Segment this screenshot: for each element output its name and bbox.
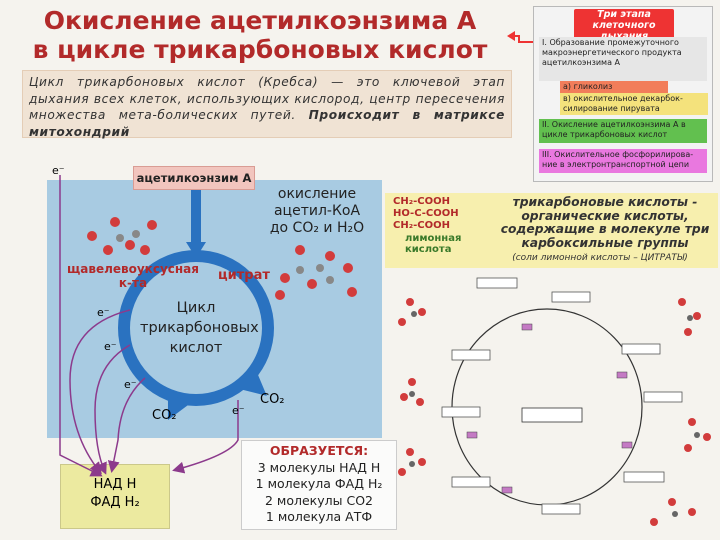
- desc-line-1: трикарбоновые кислоты -: [512, 195, 698, 209]
- acetyl-coa-label: ацетилкоэнзим А: [133, 166, 255, 190]
- stage-3: III. Окислительное фосфорилирова-ние в э…: [539, 149, 707, 173]
- nadh-fadh-box: [60, 464, 170, 529]
- result-line: 1 молекула АТФ: [265, 509, 373, 524]
- result-line: 3 молекулы НАД Н: [257, 459, 381, 475]
- formula-line-2: HO-C-COOH: [393, 208, 459, 219]
- title-line-1: Окисление ацетилкоэнзима А: [43, 6, 477, 35]
- desc-line-4: карбоксильные группы: [521, 235, 689, 250]
- electron-label: e⁻: [52, 164, 65, 177]
- center-line-2: трикарбоновых: [140, 320, 259, 336]
- nadh-label: НАД Н: [93, 477, 137, 492]
- stages-title: Три этапа клеточного дыхания: [574, 9, 674, 42]
- oxidation-label: окисление ацетил-КоА до CO₂ и H₂O: [262, 186, 372, 237]
- fadh2-label: ФАД Н₂: [90, 495, 140, 510]
- title-line-2: в цикле трикарбоновых кислот: [32, 35, 488, 64]
- desc-line-2: органические кислоты,: [521, 208, 689, 223]
- formula-line-1: CH₂-COOH: [393, 196, 450, 207]
- electron-label: e⁻: [104, 340, 117, 353]
- stage-2: II. Окисление ацетилкоэнзима А в цикле т…: [539, 119, 707, 143]
- citric-acid-box: CH₂-COOH HO-C-COOH CH₂-COOH лимонная кис…: [385, 193, 718, 268]
- co2-label: CO₂: [260, 392, 285, 407]
- stage-1a: а) гликолиз: [560, 81, 668, 93]
- formula-line-3: CH₂-COOH: [393, 220, 450, 231]
- oxidation-line-1: окисление: [277, 186, 357, 202]
- citric-name-line-2: кислота: [405, 244, 452, 255]
- electron-label: e⁻: [124, 378, 137, 391]
- page-title: Окисление ацетилкоэнзима А в цикле трика…: [0, 6, 520, 64]
- stage-1: I. Образование промежуточного макроэнерг…: [539, 37, 707, 81]
- intro-text: Цикл трикарбоновых кислот (Кребса) — это…: [22, 70, 512, 139]
- desc-line-3: содержащие в молекуле три: [500, 222, 710, 236]
- oxaloacetate-line-2: к-та: [118, 276, 148, 290]
- result-line: 2 молекулы CO2: [265, 492, 373, 508]
- citric-formula: CH₂-COOH HO-C-COOH CH₂-COOH: [393, 196, 459, 232]
- cycle-diagram: [59, 175, 357, 477]
- electron-label: e⁻: [232, 404, 245, 417]
- intro-plain: Цикл трикарбоновых кислот (Кребса) — это…: [29, 75, 505, 122]
- pointer-arrow-icon: [507, 31, 539, 43]
- citric-name-line-1: лимонная: [405, 233, 462, 244]
- electron-line: [59, 175, 103, 477]
- detailed-cycle-diagram: [398, 277, 711, 526]
- result-title: ОБРАЗУЕТСЯ:: [269, 443, 369, 458]
- stage-1b: в) окислительное декарбок-силирование пи…: [560, 93, 708, 115]
- result-box: ОБРАЗУЕТСЯ: 3 молекулы НАД Н 1 молекула …: [241, 440, 397, 530]
- center-line-3: кислот: [169, 340, 223, 356]
- oxaloacetate-label: щавелевоуксусная к-та: [58, 262, 208, 290]
- result-line: 1 молекула ФАД Н₂: [255, 476, 383, 491]
- citric-name: лимонная кислота: [405, 233, 461, 255]
- oxaloacetate-line-1: щавелевоуксусная: [67, 262, 199, 276]
- nadh-fadh-text: НАД Н ФАД Н₂: [60, 476, 170, 512]
- electron-label: e⁻: [97, 306, 110, 319]
- citrate-label: цитрат: [218, 268, 270, 283]
- center-line-1: Цикл: [176, 300, 216, 316]
- co2-label: CO₂: [152, 408, 177, 423]
- stages-panel: Три этапа клеточного дыхания I. Образова…: [533, 6, 713, 182]
- citric-note: (соли лимонной кислоты – ЦИТРАТЫ): [512, 253, 688, 263]
- oxidation-line-2: ацетил-КоА: [273, 203, 361, 219]
- oxidation-line-3: до CO₂ и H₂O: [269, 220, 365, 236]
- cycle-center-label: Цикл трикарбоновых кислот: [140, 298, 259, 358]
- intro-bold: Происходит в матриксе митохондрий: [29, 108, 505, 139]
- citric-description: трикарбоновые кислоты - органические кис…: [495, 195, 715, 250]
